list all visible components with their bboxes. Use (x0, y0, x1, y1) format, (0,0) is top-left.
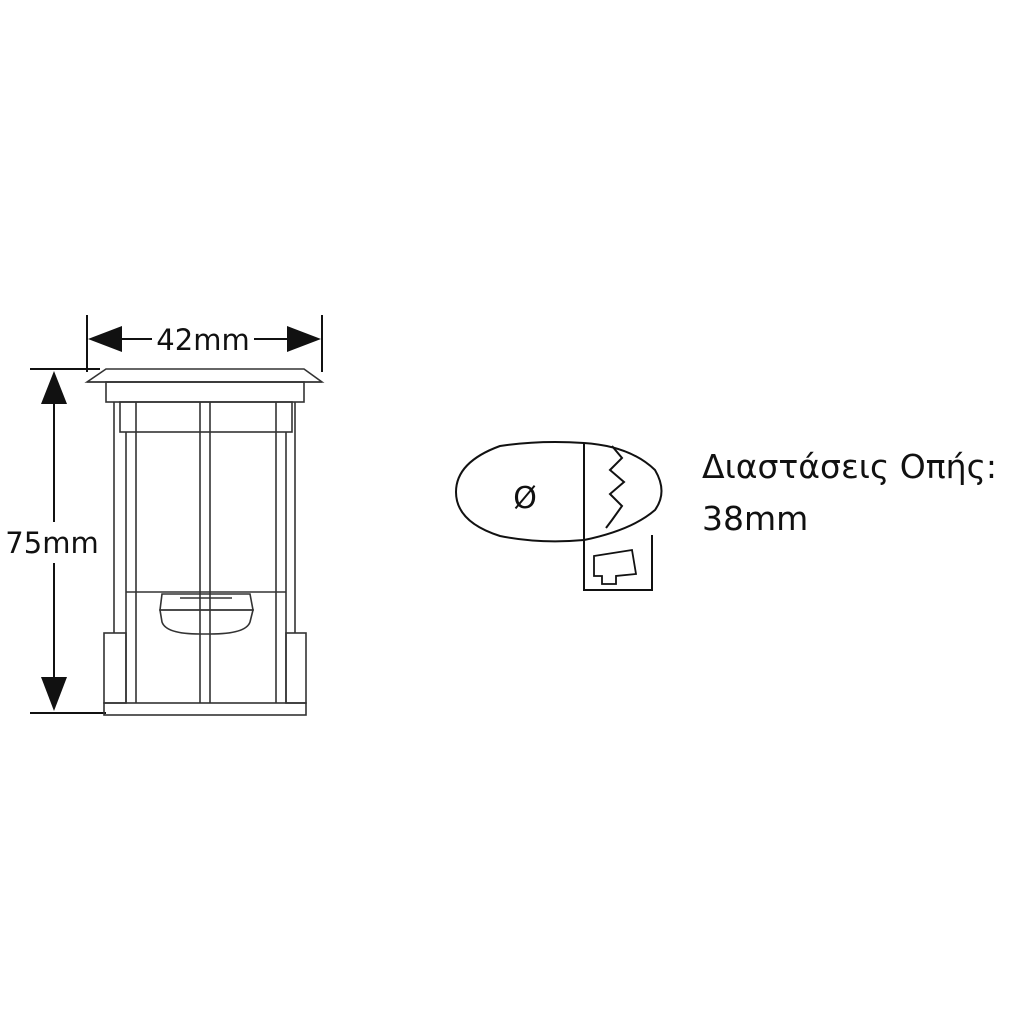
hole-section-detail (593, 548, 638, 585)
height-dimension (30, 368, 106, 714)
hole-section-profile (583, 535, 653, 591)
hole-diagram: Ø (454, 441, 663, 591)
fixture-collar (105, 381, 305, 403)
diameter-symbol: Ø (513, 481, 537, 516)
fixture-foot-left (103, 632, 127, 704)
hole-ellipse-right (583, 442, 663, 541)
height-dimension-label: 75mm (5, 526, 98, 560)
height-arrow-bottom (41, 677, 67, 711)
width-arrow-right (287, 326, 321, 352)
fixture-clamp-bottom (159, 609, 255, 635)
hole-label-line2: 38mm (702, 499, 808, 538)
hole-break-line (605, 445, 626, 529)
hole-ellipse-left (454, 441, 585, 543)
fixture-foot-right (285, 632, 307, 704)
fixture-base-plate (103, 702, 307, 716)
width-arrow-left (88, 326, 122, 352)
fixture-flange-top (84, 368, 325, 383)
width-dimension-label: 42mm (156, 323, 249, 357)
height-arrow-top (41, 371, 67, 404)
fixture-clamp-top (159, 593, 254, 611)
fixture-upper-housing (119, 401, 293, 433)
width-dimension (86, 315, 323, 372)
fixture-body (84, 368, 325, 716)
hole-label-line1: Διαστάσεις Οπής: (702, 447, 997, 486)
